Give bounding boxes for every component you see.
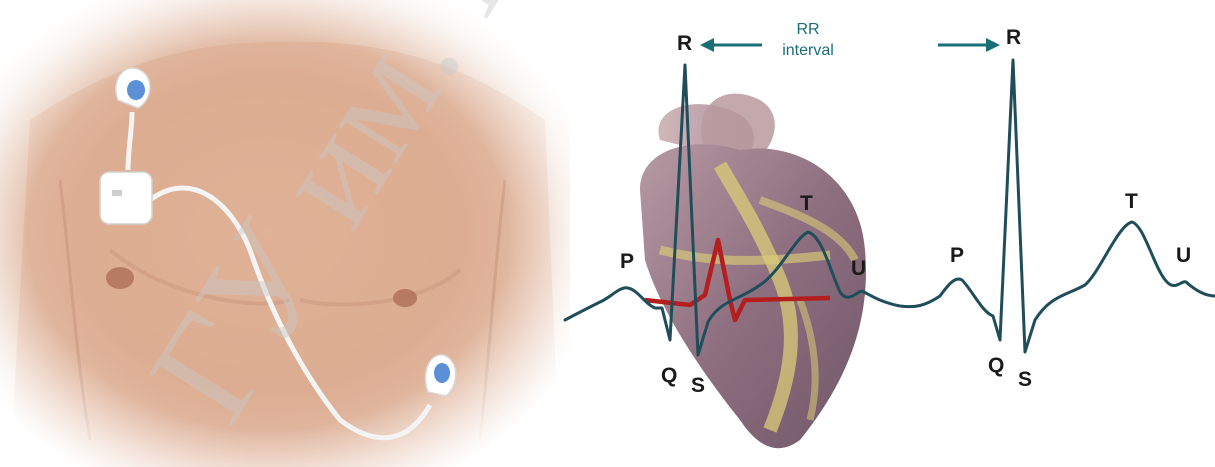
- r-wave-label-2: R: [1006, 26, 1021, 49]
- holter-recorder-icon: [100, 172, 152, 224]
- arrow-left-icon: [700, 38, 714, 52]
- rr-interval-annotation: RR interval: [700, 21, 1000, 59]
- rr-label-line1: RR: [796, 21, 819, 38]
- electrode-patch-icon: [425, 355, 455, 396]
- rr-label-line2: interval: [782, 42, 834, 59]
- u-wave-label-1: U: [851, 257, 866, 280]
- u-wave-label-2: U: [1176, 244, 1191, 267]
- arrow-right-icon: [986, 38, 1000, 52]
- s-wave-label-1: S: [691, 374, 705, 397]
- t-wave-label-1: T: [800, 192, 813, 215]
- q-wave-label-1: Q: [661, 364, 677, 387]
- p-wave-label-1: P: [620, 250, 634, 273]
- s-wave-label-2: S: [1018, 368, 1032, 391]
- q-wave-label-2: Q: [988, 354, 1004, 377]
- p-wave-label-2: P: [950, 244, 964, 267]
- t-wave-label-2: T: [1125, 190, 1138, 213]
- r-wave-label-1: R: [677, 32, 692, 55]
